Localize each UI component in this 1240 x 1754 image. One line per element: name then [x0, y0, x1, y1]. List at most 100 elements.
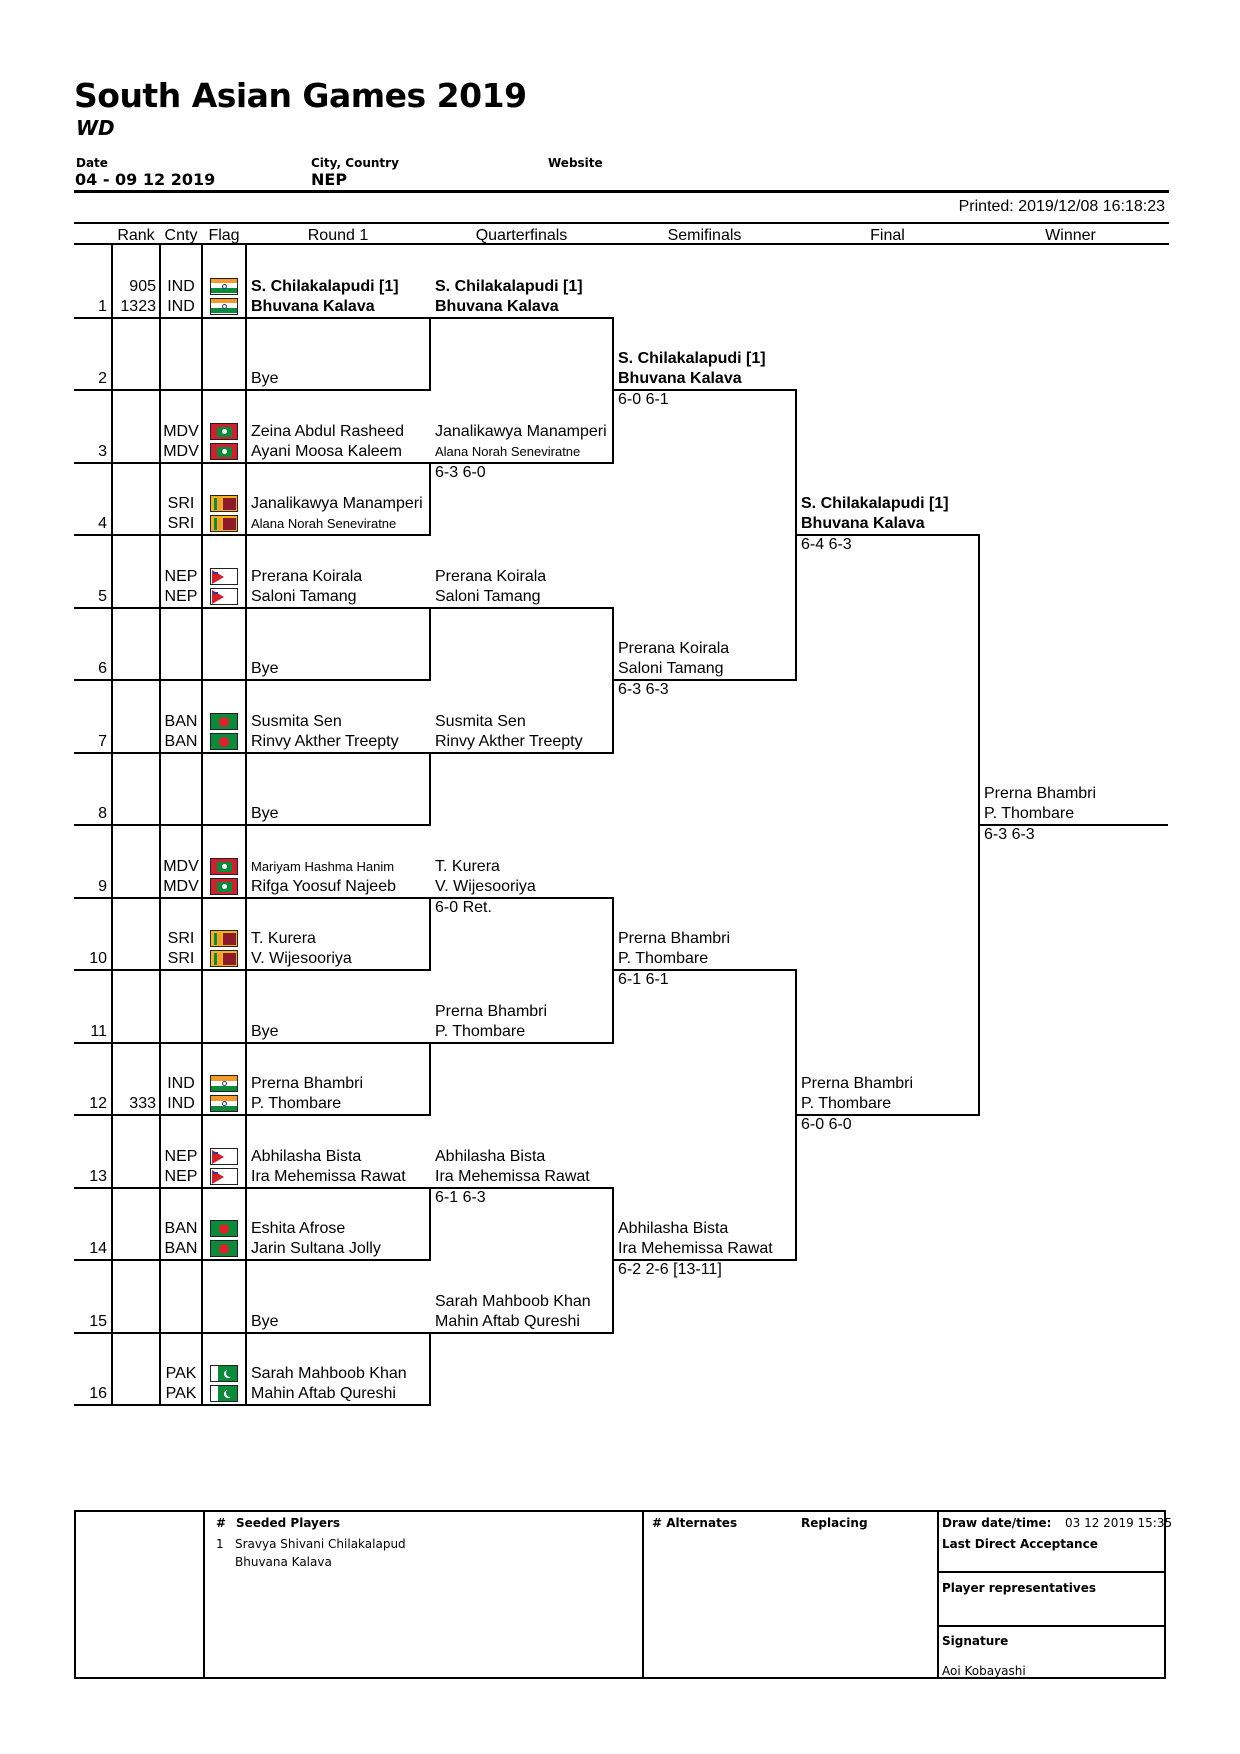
col-rank: Rank: [117, 227, 155, 244]
player-name: Ayani Moosa Kaleem: [251, 442, 402, 460]
player-name: Janalikawya Manamperi: [251, 495, 423, 512]
slot-rule-10: [74, 969, 246, 971]
player-name: Rifga Yoosuf Najeeb: [251, 877, 396, 895]
country-code: IND: [167, 1095, 195, 1112]
match-score: 6-0 6-0: [801, 1116, 852, 1133]
columns-bottom-rule: [74, 243, 1169, 245]
player-name: Susmita Sen: [251, 712, 342, 730]
country-code: SRI: [167, 495, 195, 512]
slot-name-rule-12: [246, 1114, 430, 1116]
seed-player-2: Bhuvana Kalava: [235, 1555, 332, 1569]
footer-divider-1: [203, 1510, 205, 1679]
country-code: NEP: [164, 567, 198, 585]
slot-rule-16: [74, 1404, 246, 1406]
r1-connector-6: [429, 1186, 431, 1261]
country-code: MDV: [163, 442, 199, 460]
slot-rule-6: [74, 679, 246, 681]
player-name: Rinvy Akther Treepty: [435, 732, 583, 750]
player-name: S. Chilakalapudi [1]: [251, 277, 399, 295]
col-quarterfinals: Quarterfinals: [475, 227, 568, 244]
slot-name-rule-3: [246, 461, 430, 464]
match-score: 6-0 6-1: [618, 391, 669, 408]
alternates-label: # Alternates: [652, 1516, 738, 1530]
player-name: Prerana Koirala: [435, 567, 547, 585]
player-reps-label: Player representatives: [942, 1581, 1097, 1595]
player-name: Saloni Tamang: [251, 587, 357, 605]
player-name: Eshita Afrose: [251, 1220, 346, 1237]
player-name: P. Thombare: [618, 950, 709, 967]
page-title: South Asian Games 2019: [74, 76, 527, 115]
country-code: BAN: [164, 1220, 198, 1237]
player-name: Saloni Tamang: [435, 587, 541, 605]
col-final: Final: [870, 227, 905, 244]
qf-rule-7: [430, 1331, 613, 1334]
sf-rule-1: [613, 679, 796, 681]
bye-label: Bye: [251, 805, 279, 822]
match-score: 6-0 Ret.: [435, 898, 492, 916]
slot-rule-3: [74, 461, 246, 464]
player-name: S. Chilakalapudi [1]: [801, 495, 949, 512]
pak-flag-icon: [210, 1365, 238, 1382]
qf-rule-5: [430, 1041, 613, 1044]
ind-flag-icon: [210, 1095, 238, 1112]
qf-rule-1: [430, 461, 613, 464]
slot-name-rule-16: [246, 1404, 430, 1406]
player-name: Ira Mehemissa Rawat: [251, 1167, 406, 1185]
country-code: BAN: [164, 1240, 198, 1257]
lda-label: Last Direct Acceptance: [942, 1537, 1098, 1551]
player-name: S. Chilakalapudi [1]: [618, 350, 766, 367]
seeded-label: Seeded Players: [236, 1516, 341, 1530]
final-rule-1: [796, 1114, 979, 1116]
player-name: Zeina Abdul Rasheed: [251, 422, 404, 440]
country-code: MDV: [163, 857, 199, 875]
winner-score: 6-3 6-3: [984, 826, 1035, 843]
player-name: S. Chilakalapudi [1]: [435, 277, 583, 295]
r1-connector-3: [429, 751, 431, 826]
qf-rule-3: [430, 751, 613, 754]
draw-position: 12: [89, 1095, 107, 1112]
winner-name: P. Thombare: [984, 805, 1075, 822]
match-score: 6-1 6-3: [435, 1188, 486, 1206]
bye-label: Bye: [251, 370, 279, 387]
r1-connector-7: [429, 1331, 431, 1406]
date-value: 04 - 09 12 2019: [75, 170, 216, 189]
draw-position: 14: [89, 1240, 107, 1257]
sri-flag-icon: [210, 950, 238, 967]
col-winner: Winner: [1045, 227, 1096, 244]
draw-position: 15: [89, 1312, 107, 1330]
r1-connector-1: [429, 461, 431, 536]
player-name: Abhilasha Bista: [435, 1147, 546, 1165]
qf-rule-6: [430, 1186, 613, 1189]
player-name: P. Thombare: [251, 1095, 342, 1112]
country-code: NEP: [164, 587, 198, 605]
country-code: MDV: [163, 422, 199, 440]
draw-position: 2: [98, 370, 107, 387]
r1-connector-4: [429, 896, 431, 971]
slot-rule-8: [74, 824, 246, 826]
country-code: NEP: [164, 1147, 198, 1165]
slot-name-rule-2: [246, 389, 430, 391]
qf-rule-2: [430, 606, 613, 609]
sri-flag-icon: [210, 515, 238, 532]
player-name: V. Wijesooriya: [435, 877, 536, 895]
slot-name-rule-10: [246, 969, 430, 971]
player-name: P. Thombare: [801, 1095, 892, 1112]
city-value: NEP: [311, 170, 348, 189]
slot-rule-14: [74, 1259, 246, 1261]
player-name: Ira Mehemissa Rawat: [435, 1167, 590, 1185]
header-rule: [74, 190, 1169, 193]
ind-flag-icon: [210, 277, 238, 295]
col-round1: Round 1: [307, 227, 369, 244]
player-name: Susmita Sen: [435, 712, 526, 730]
player-name: Abhilasha Bista: [618, 1220, 729, 1237]
mdv-flag-icon: [210, 857, 238, 875]
player-name: T. Kurera: [435, 857, 500, 875]
player-name: Sarah Mahboob Khan: [251, 1365, 407, 1382]
date-label: Date: [76, 156, 108, 170]
slot-name-rule-14: [246, 1259, 430, 1261]
player-name: Jarin Sultana Jolly: [251, 1240, 381, 1257]
slot-name-rule-5: [246, 606, 430, 609]
winner-name: Prerna Bhambri: [984, 785, 1097, 802]
country-code: SRI: [167, 515, 195, 532]
draw-position: 1: [98, 297, 107, 315]
